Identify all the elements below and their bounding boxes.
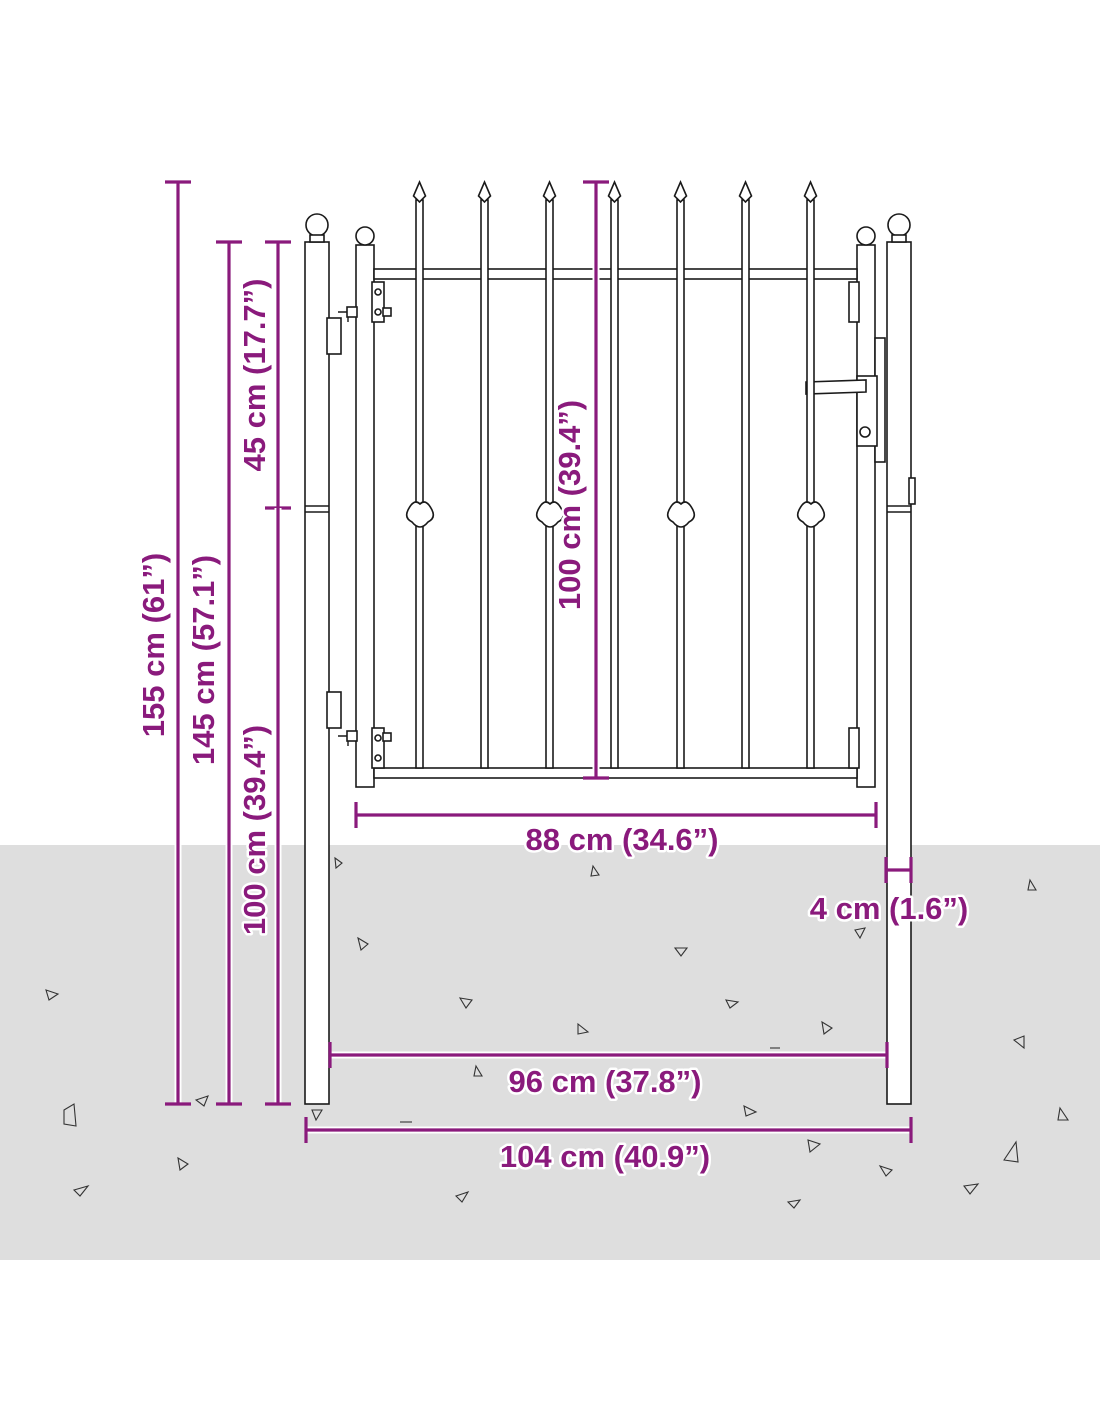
pebbles	[45, 856, 1070, 1209]
dim-gate-height: 100 cm (39.4”)	[550, 180, 609, 780]
bar-4	[607, 179, 622, 769]
label-total-width: 104 cm (40.9”)	[500, 1139, 710, 1174]
right-post	[886, 213, 916, 1105]
dim-inner-width: 96 cm (37.8”)	[328, 1042, 889, 1102]
label-inner-width: 96 cm (37.8”)	[509, 1064, 702, 1099]
bar-6	[738, 179, 753, 769]
dim-post-height: 145 cm (57.1”)	[184, 240, 242, 1106]
label-total-height: 155 cm (61”)	[136, 553, 171, 737]
bar-2	[477, 179, 492, 769]
bar-5	[666, 179, 696, 769]
dim-lower-section: 100 cm (39.4”)	[235, 508, 291, 1106]
label-gate-height: 100 cm (39.4”)	[552, 400, 587, 610]
dim-total-width: 104 cm (40.9”)	[304, 1117, 913, 1177]
label-lower-section: 100 cm (39.4”)	[237, 725, 272, 935]
gate-bars	[405, 179, 826, 769]
label-gate-width: 88 cm (34.6”)	[526, 822, 719, 857]
dim-post-width: 4 cm (1.6”)	[807, 857, 971, 929]
bar-3	[535, 179, 565, 769]
dim-gate-width: 88 cm (34.6”)	[354, 802, 878, 860]
dim-total-height: 155 cm (61”)	[134, 180, 191, 1106]
bar-7	[796, 179, 826, 769]
bar-1	[405, 179, 435, 769]
label-post-width: 4 cm (1.6”)	[810, 891, 969, 926]
dim-upper-section: 45 cm (17.7”)	[235, 240, 291, 510]
label-upper-section: 45 cm (17.7”)	[237, 279, 272, 472]
left-post	[304, 213, 342, 1105]
label-post-height: 145 cm (57.1”)	[186, 555, 221, 765]
